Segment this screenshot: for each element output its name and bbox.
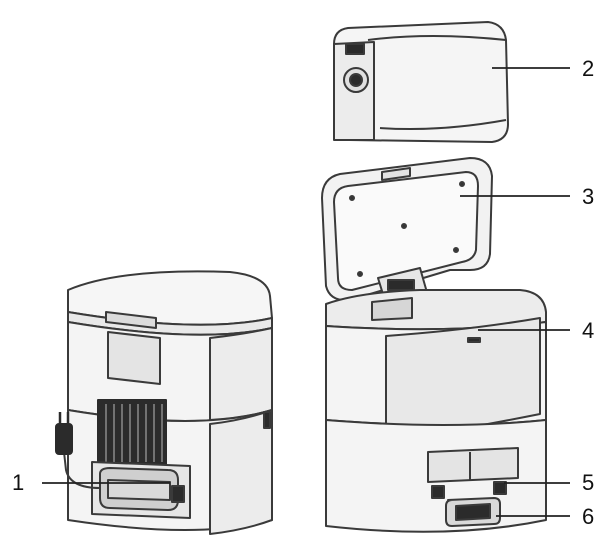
dock-front-view (321, 157, 547, 533)
side-port (263, 411, 271, 429)
rear-lid-handle (105, 311, 157, 329)
rear-recess-panel (107, 331, 161, 385)
lid-screw (459, 181, 465, 187)
dust-bag-seam (379, 119, 507, 130)
charging-contacts-recess (427, 447, 519, 483)
body-cavity (371, 297, 413, 321)
lid-screw (453, 247, 459, 253)
power-plug (55, 412, 73, 455)
charging-contact-left (431, 485, 445, 499)
open-lid-inner (333, 171, 479, 291)
door-indicator (467, 337, 481, 343)
lid-top-tab (381, 167, 411, 181)
lid-screw (357, 271, 363, 277)
lid-screw (349, 195, 355, 201)
dust-bag (333, 21, 509, 143)
lid-hinge-latch (387, 279, 415, 291)
charging-contact-right (493, 481, 507, 495)
rear-lower-side (209, 409, 273, 535)
callout-5: 5 (582, 470, 594, 495)
rear-vent-grille (97, 399, 167, 467)
lid-screw (401, 223, 407, 229)
cable-clip (171, 485, 185, 503)
leader-lines (42, 67, 570, 517)
dock-rear-view (55, 270, 273, 535)
coiled-cable-inner (107, 479, 171, 501)
dust-bag-port-inner (349, 73, 363, 87)
dust-bag-top-fold (367, 35, 507, 41)
dust-inlet-inner (455, 503, 491, 521)
callout-4: 4 (582, 318, 594, 343)
dust-bag-tab (345, 43, 365, 55)
callout-3: 3 (582, 184, 594, 209)
callout-6: 6 (582, 504, 594, 529)
callout-2: 2 (582, 56, 594, 81)
callout-1: 1 (12, 470, 24, 495)
rear-upper-side (209, 327, 273, 421)
